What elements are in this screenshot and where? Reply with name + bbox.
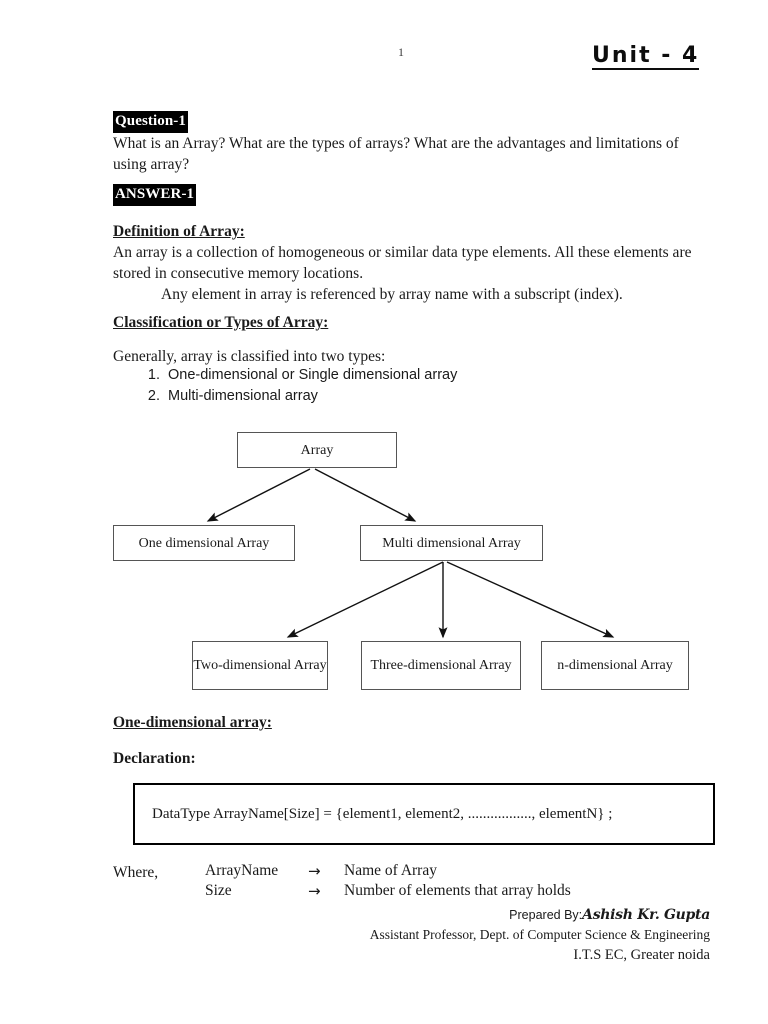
where-meaning: Name of Array [344, 862, 437, 879]
one-dimensional-heading: One-dimensional array: [113, 714, 272, 731]
diagram-node-one-dimensional: One dimensional Array [113, 525, 295, 561]
arrow-multi-to-two-dim [286, 561, 444, 638]
classification-heading: Classification or Types of Array: [113, 314, 329, 331]
where-meaning: Number of elements that array holds [344, 882, 571, 899]
answer-badge: ANSWER-1 [113, 184, 197, 206]
one-dimensional-heading-wrap: One-dimensional array: [113, 712, 272, 733]
table-row: ArrayName → Name of Array [205, 862, 571, 882]
author-designation: Assistant Professor, Dept. of Computer S… [369, 927, 710, 942]
right-arrow-icon: → [308, 862, 321, 880]
diagram-node-two-dimensional: Two-dimensional Array [192, 641, 328, 690]
declaration-code: DataType ArrayName[Size] = {element1, el… [152, 805, 613, 822]
diagram-node-multi-dimensional: Multi dimensional Array [360, 525, 543, 561]
definition-text: An array is a collection of homogeneous … [113, 244, 692, 282]
page-number: 1 [398, 45, 404, 59]
arrow-array-to-multi-dim [314, 468, 417, 522]
diagram-node-array: Array [237, 432, 397, 468]
question-text: What is an Array? What are the types of … [113, 135, 679, 173]
classification-list: One-dimensional or Single dimensional ar… [140, 365, 457, 407]
diagram-node-n-dimensional: n-dimensional Array [541, 641, 689, 690]
where-label: Where, [113, 864, 159, 881]
table-row: Size → Number of elements that array hol… [205, 882, 571, 902]
classification-heading-wrap: Classification or Types of Array: [113, 312, 328, 333]
declaration-code-box: DataType ArrayName[Size] = {element1, el… [133, 783, 715, 845]
arrow-multi-to-n-dim [446, 561, 615, 638]
classification-intro: Generally, array is classified into two … [113, 348, 386, 365]
page-title: Unit - 4 [592, 44, 700, 71]
prepared-by-line: Prepared By:Ashish Kr. Gupta [190, 905, 710, 925]
list-item: Multi-dimensional array [164, 386, 457, 407]
prepared-by-label: Prepared By: [509, 908, 583, 922]
right-arrow-icon: → [308, 882, 321, 900]
where-term: ArrayName [205, 862, 279, 879]
list-item: One-dimensional or Single dimensional ar… [164, 365, 457, 386]
document-footer: Prepared By:Ashish Kr. Gupta Assistant P… [190, 905, 711, 965]
author-signature: Ashish Kr. Gupta [582, 907, 710, 923]
where-term: Size [205, 882, 232, 899]
author-institution: I.T.S EC, Greater noida [573, 947, 710, 963]
definition-section: Definition of Array: An array is a colle… [113, 221, 713, 305]
answer-block: ANSWER-1 [113, 183, 197, 206]
question-block: Question-1 What is an Array? What are th… [113, 110, 713, 175]
where-definitions-table: ArrayName → Name of Array Size → Number … [205, 862, 571, 902]
definition-heading: Definition of Array: [113, 223, 245, 240]
diagram-node-three-dimensional: Three-dimensional Array [361, 641, 521, 690]
question-badge: Question-1 [113, 111, 189, 133]
declaration-heading: Declaration: [113, 750, 196, 767]
definition-note: Any element in array is referenced by ar… [161, 286, 623, 303]
arrow-array-to-one-dim [206, 468, 311, 522]
